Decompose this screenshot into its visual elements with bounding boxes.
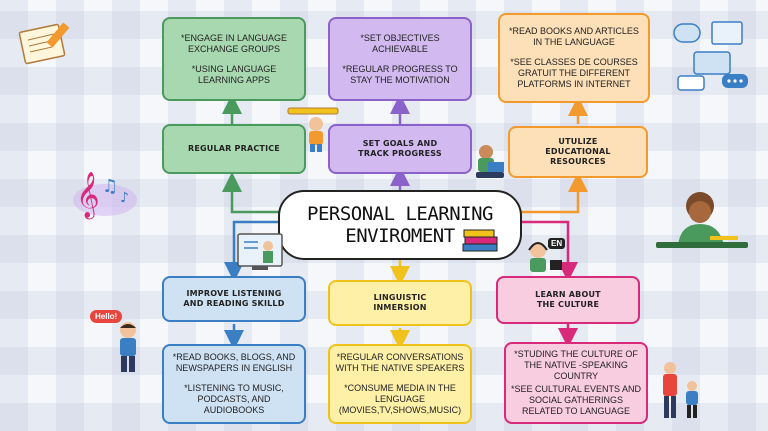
resources-header-box: UTULIZE EDUCATIONAL RESOURCES: [508, 126, 648, 178]
goals-header: SET GOALS AND TRACK PROGRESS: [358, 139, 442, 158]
listening-header: IMPROVE LISTENING AND READING SKILLD: [183, 289, 285, 308]
goals-detail-2: *REGULAR PROGRESS TO STAY THE MOTIVATION: [342, 63, 458, 85]
listening-details-box: *READ BOOKS, BLOGS, AND NEWSPAPERS IN EN…: [162, 344, 306, 424]
immersion-header-box: LINGUISTIC INMERSION: [328, 280, 472, 326]
svg-text:♫: ♫: [102, 176, 118, 197]
headset-icon: [528, 242, 562, 272]
culture-header: LEARN ABOUT THE CULTURE: [535, 290, 601, 309]
student-writing-icon: [656, 192, 748, 248]
chat-devices-icon: [673, 21, 748, 91]
books-icon: [462, 229, 498, 252]
practice-header-box: REGULAR PRACTICE: [162, 124, 306, 174]
teacher-screen-icon: [237, 233, 283, 270]
kid-reading-icon: [476, 145, 504, 178]
immersion-details-box: *REGULAR CONVERSATIONS WITH THE NATIVE S…: [328, 344, 472, 424]
listening-detail-1: *READ BOOKS, BLOGS, AND NEWSPAPERS IN EN…: [172, 352, 296, 373]
notepad-pencil-icon: [18, 22, 70, 65]
resources-detail-1: *READ BOOKS AND ARTICLES IN THE LANGUAGE: [509, 26, 639, 47]
culture-header-box: LEARN ABOUT THE CULTURE: [496, 276, 640, 324]
kid-with-pencil-icon: [287, 107, 339, 152]
line-listening: [224, 220, 288, 282]
en-badge: EN: [548, 238, 566, 249]
resources-detail-2: *SEE CLASSES DE COURSES GRATUIT THE DIFF…: [510, 57, 638, 89]
immersion-header: LINGUISTIC INMERSION: [373, 293, 427, 312]
line-culture: [512, 220, 578, 282]
central-topic: PERSONAL LEARNING ENVIROMENT: [278, 190, 522, 260]
music-notes-icon: 𝄞 ♫ ♪: [73, 172, 137, 220]
immersion-detail-1: *REGULAR CONVERSATIONS WITH THE NATIVE S…: [335, 352, 465, 373]
goals-details-box: *SET OBJECTIVES ACHIEVABLE *REGULAR PROG…: [328, 17, 472, 101]
resources-details-box: *READ BOOKS AND ARTICLES IN THE LANGUAGE…: [498, 13, 650, 103]
practice-detail-1: *ENGAGE IN LANGUAGE EXCHANGE GROUPS: [180, 32, 288, 54]
listening-detail-2: *LISTENING TO MUSIC, PODCASTS, AND AUDIO…: [184, 383, 284, 415]
practice-detail-2: *USING LANGUAGE LEARNING APPS: [191, 63, 277, 85]
boy-hello-illustration: Hello!: [90, 310, 150, 374]
immersion-detail-2: *CONSUME MEDIA IN THE LENGUAGE (MOVIES,T…: [338, 383, 462, 415]
svg-text:♪: ♪: [120, 190, 129, 206]
listening-header-box: IMPROVE LISTENING AND READING SKILLD: [162, 276, 306, 322]
line-resources: [512, 172, 588, 214]
boy-icon: [120, 322, 136, 372]
goals-detail-1: *SET OBJECTIVES ACHIEVABLE: [360, 32, 440, 54]
culture-details-box: *STUDING THE CULTURE OF THE NATIVE -SPEA…: [504, 342, 648, 424]
hello-bubble: Hello!: [90, 310, 123, 323]
culture-detail-2: *SEE CULTURAL EVENTS AND SOCIAL GATHERIN…: [510, 384, 642, 416]
practice-header: REGULAR PRACTICE: [188, 144, 280, 153]
central-title: PERSONAL LEARNING ENVIROMENT: [307, 203, 493, 247]
resources-header: UTULIZE EDUCATIONAL RESOURCES: [545, 137, 611, 166]
svg-text:𝄞: 𝄞: [76, 172, 100, 220]
goals-header-box: SET GOALS AND TRACK PROGRESS: [328, 124, 472, 174]
mother-child-icon: [663, 362, 698, 418]
line-practice: [222, 172, 288, 214]
culture-detail-1: *STUDING THE CULTURE OF THE NATIVE -SPEA…: [514, 349, 638, 381]
headset-language-icon: EN: [524, 234, 566, 274]
practice-details-box: *ENGAGE IN LANGUAGE EXCHANGE GROUPS *USI…: [162, 17, 306, 101]
